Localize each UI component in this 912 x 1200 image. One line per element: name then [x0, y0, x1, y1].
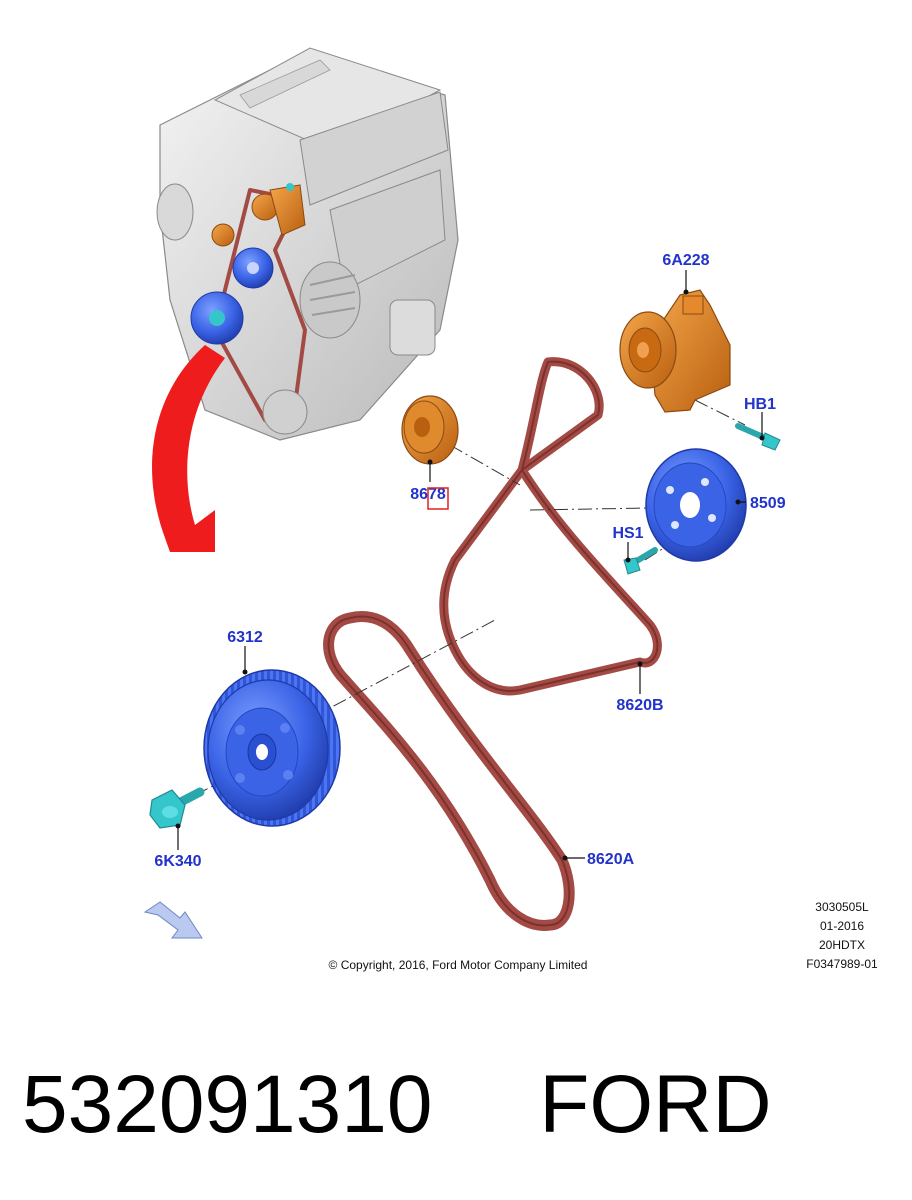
callout-hs1: HS1	[612, 525, 643, 542]
callout-8620a: 8620A	[587, 851, 635, 868]
callout-hb1: HB1	[744, 396, 776, 413]
part-number: 532091310	[22, 1059, 433, 1150]
leader-dots	[175, 289, 765, 861]
callout-6312: 6312	[227, 629, 263, 646]
idler-pulley	[401, 395, 459, 465]
meta-variant: 20HDTX	[819, 938, 865, 952]
copyright-notice: © Copyright, 2016, Ford Motor Company Li…	[329, 958, 588, 972]
callout-8509: 8509	[750, 495, 786, 512]
engine-overview	[156, 47, 459, 441]
meta-date: 01-2016	[820, 919, 864, 933]
zoom-arrow-icon	[152, 345, 225, 552]
belt-drive-diagram: 6A228 HB1 8678 8509 HS1 6312 6K340 8620B…	[143, 47, 878, 972]
crank-bolt-icon	[149, 787, 205, 829]
belt-8620a	[323, 611, 575, 931]
brand-name: FORD	[539, 1059, 772, 1150]
orientation-arrow-icon	[143, 901, 203, 939]
belt-tensioner	[619, 289, 731, 413]
part-footer: 532091310 FORD	[22, 1050, 902, 1160]
tensioner-bolt-icon	[735, 423, 781, 451]
callout-6a228: 6A228	[662, 252, 709, 269]
meta-figure-id: F0347989-01	[806, 957, 878, 971]
callout-8620b: 8620B	[616, 697, 663, 714]
water-pump-pulley	[645, 448, 747, 562]
meta-code: 3030505L	[815, 900, 869, 914]
crankshaft-damper	[203, 669, 341, 827]
callout-6k340: 6K340	[154, 853, 201, 870]
callout-highlight-box	[427, 487, 449, 510]
leader-lines	[177, 270, 763, 859]
